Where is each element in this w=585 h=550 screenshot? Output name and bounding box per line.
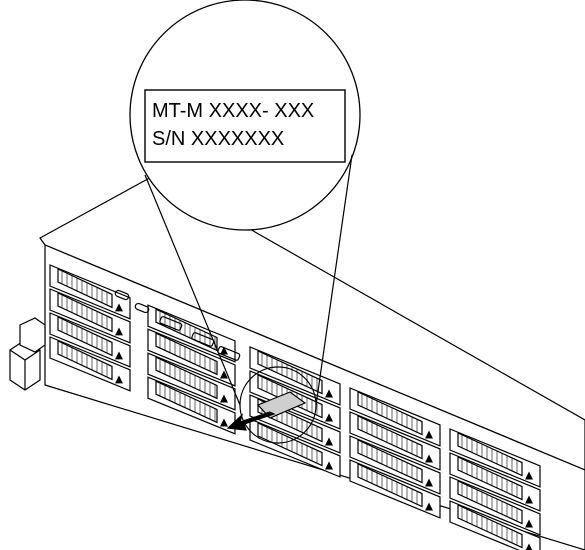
drive-bay-grille (457, 432, 523, 477)
drive-latch-icon (325, 413, 333, 422)
drive-latch-icon (425, 502, 433, 511)
label-mt-m-text: MT-M XXXX- XXX (152, 100, 314, 122)
drive-latch-icon (220, 346, 228, 355)
drive-bay-grille (457, 504, 523, 549)
drive-latch-icon (525, 471, 533, 480)
drive-bay-grille (357, 439, 423, 484)
drive-latch-icon (325, 437, 333, 446)
rack-handle-left (9, 317, 46, 391)
front-panel-controls (114, 289, 241, 361)
drive-bay-grille (257, 422, 323, 467)
drive-latch-icon (525, 543, 533, 550)
drive-bay-grille (457, 480, 523, 525)
pull-out-arrow-icon (226, 411, 276, 431)
drive-bay-grille (57, 340, 113, 381)
drive-latch-icon (325, 389, 333, 398)
drive-latch-icon (425, 478, 433, 487)
drive-latch-icon (220, 394, 228, 403)
drive-bay-grille (357, 415, 423, 460)
drive-bay-grille (457, 456, 523, 501)
drive-bay-grille (57, 268, 113, 309)
drive-latch-icon (115, 303, 123, 312)
drive-latch-icon (525, 495, 533, 504)
drive-bay-grille (257, 350, 323, 395)
drive-latch-icon (220, 418, 228, 427)
label-sn-text: S/N XXXXXXX (152, 128, 284, 150)
drive-latch-icon (425, 430, 433, 439)
drive-latch-icon (115, 375, 123, 384)
serial-label-box (144, 89, 346, 163)
callout-leader-left (144, 174, 241, 406)
drive-latch-icon (220, 370, 228, 379)
drive-latch-icon (525, 519, 533, 528)
drive-bay-grille (57, 292, 113, 333)
drive-latch-icon (325, 461, 333, 470)
drive-latch-icon (115, 327, 123, 336)
drive-latch-icon (115, 351, 123, 360)
callout-leader-right (315, 154, 353, 406)
drive-bay-grille (155, 380, 218, 424)
drive-bay-grille (155, 332, 218, 376)
drive-bay-grille (357, 463, 423, 508)
drive-bay-grille (57, 316, 113, 357)
drive-latch-icon (425, 454, 433, 463)
drive-bay-grille (357, 391, 423, 436)
drive-bay-grille (155, 356, 218, 400)
